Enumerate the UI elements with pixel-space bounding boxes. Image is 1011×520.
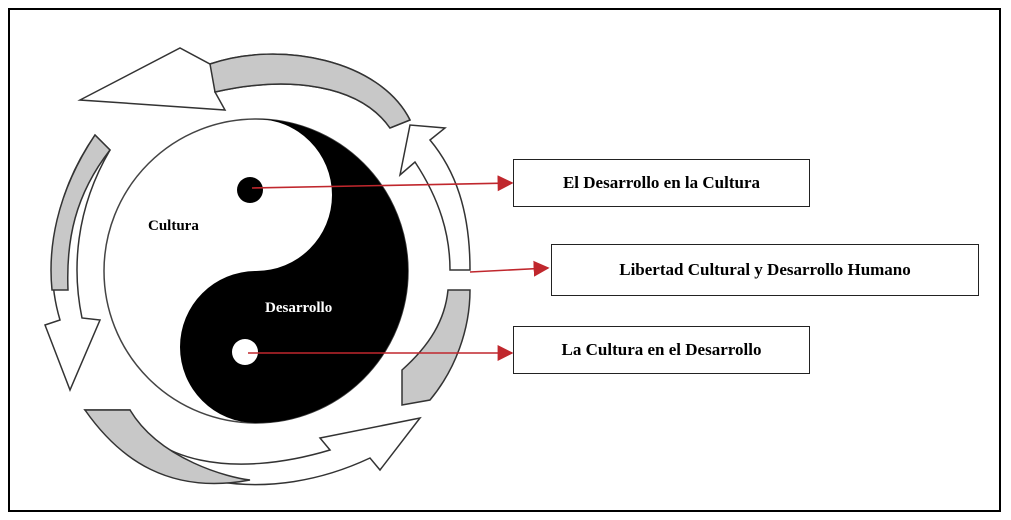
cycle-arrow-right-lower [401,289,471,406]
connector-to-box-1 [251,175,514,192]
cycle-arrow-bottom-shade [83,409,251,485]
cycle-arrow-right [398,124,471,271]
dark-dot [237,177,263,203]
light-dot [232,339,258,365]
connector-lines [248,175,550,361]
yin-yang [103,118,409,424]
box-desarrollo-en-cultura: El Desarrollo en la Cultura [513,159,810,207]
cycle-arrow-left-shade [50,133,111,291]
box-cultura-en-desarrollo: La Cultura en el Desarrollo [513,326,810,374]
cycle-arrow-top-shade [209,53,412,129]
label-cultura: Cultura [148,218,199,234]
box-libertad-cultural: Libertad Cultural y Desarrollo Humano [551,244,979,296]
cycle-arrows [44,47,471,486]
label-desarrollo: Desarrollo [265,300,333,316]
connector-to-box-2 [469,260,550,277]
